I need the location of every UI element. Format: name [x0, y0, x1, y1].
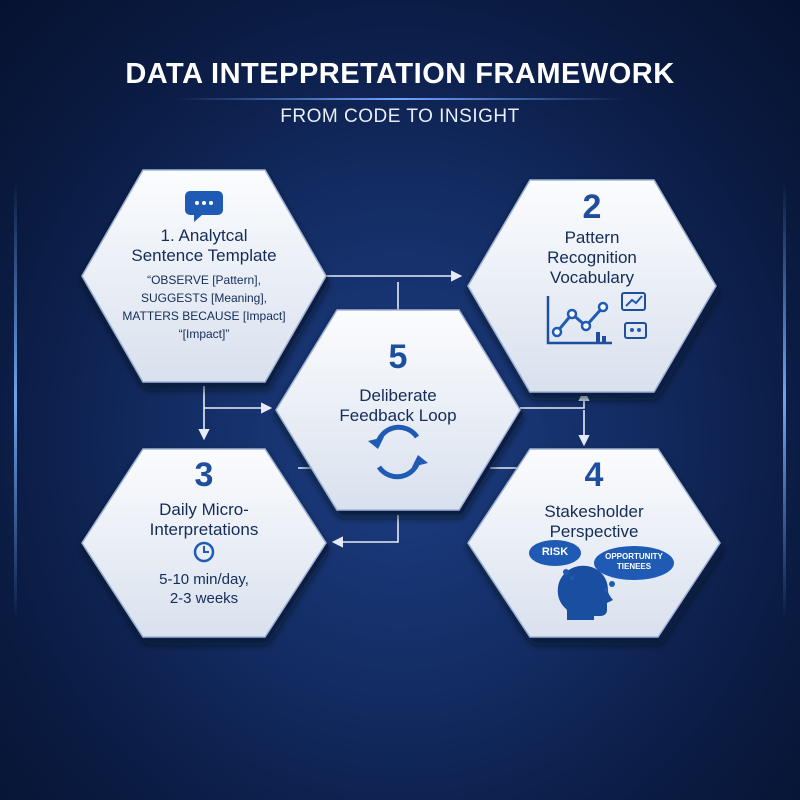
quote-line-1: “OBSERVE [Pattern], [147, 273, 261, 287]
node-1-template-quote: “OBSERVE [Pattern], SUGGESTS [Meaning], … [104, 271, 304, 343]
node-3-title-line1: Daily Micro- [159, 500, 249, 519]
page-subtitle: FROM CODE TO INSIGHT [280, 106, 520, 127]
left-edge-glow [14, 180, 17, 620]
right-edge-glow [783, 180, 786, 620]
arrow-5-to-3 [331, 515, 399, 548]
quote-line-4: “[Impact]” [178, 327, 230, 341]
hexagon-5 [275, 309, 523, 514]
hexagon-1 [81, 169, 329, 386]
node-1-title-line1: Analytcal [178, 226, 248, 245]
node-3-title-line2: Interpretations [149, 520, 259, 539]
node-4-number: 4 [584, 456, 604, 494]
arrow-5-up-to-2 [520, 389, 590, 409]
opportunity-bubble-line2: TIENEES [616, 562, 652, 571]
node-2-label: 2 Pattern Recognition Vocabulary [492, 190, 692, 288]
node-2-number: 2 [582, 188, 602, 226]
node-5-number: 5 [388, 338, 408, 376]
speech-bubble-icon [185, 191, 223, 222]
node-1-title-line2: Sentence Template [131, 246, 277, 265]
page-title: DATA INTEPPRETATION FRAMEWORK [125, 58, 675, 90]
node-4-title-line1: Stakesholder [544, 502, 644, 521]
node-2-title-line2: Recognition [547, 248, 637, 267]
line-chart-icon [546, 296, 612, 345]
risk-thought-bubble [529, 540, 581, 580]
opportunity-bubble-line1: OPPORTUNITY [605, 552, 663, 561]
node-1-number: 1. [160, 226, 175, 245]
hexagon-4 [467, 448, 723, 641]
hexagon-2 [467, 179, 719, 396]
opportunity-bubble-label: OPPORTUNITY TIENEES [594, 552, 674, 572]
risk-bubble-label: RISK [541, 546, 569, 558]
node-5-title-line2: Feedback Loop [339, 406, 457, 425]
node-2-title-line3: Vocabulary [549, 268, 635, 287]
clock-icon [193, 541, 215, 563]
node-2-title-line1: Pattern [564, 228, 620, 247]
node-5-label: 5 Deliberate Feedback Loop [298, 340, 498, 426]
mini-trend-icon [621, 292, 646, 311]
quote-line-3: MATTERS BECAUSE [Impact] [122, 309, 286, 323]
mini-card-icon [624, 322, 647, 339]
node-5-title-line1: Deliberate [359, 386, 437, 405]
node-3-number: 3 [194, 456, 214, 494]
refresh-cycle-icon [368, 424, 428, 480]
node-3-label: 3 Daily Micro- Interpretations [104, 458, 304, 540]
node-3-detail: 5-10 min/day, 2-3 weeks [104, 570, 304, 608]
node-3-detail-line1: 5-10 min/day, [159, 571, 249, 588]
title-divider [175, 98, 625, 100]
opportunity-thought-bubble [594, 546, 674, 592]
node-4-label: 4 Stakesholder Perspective [494, 458, 694, 542]
node-3-detail-line2: 2-3 weeks [169, 590, 239, 607]
node-4-title-line2: Perspective [549, 522, 639, 541]
node-1-label: 1. Analytcal Sentence Template [104, 226, 304, 266]
quote-line-2: SUGGESTS [Meaning], [140, 291, 268, 305]
